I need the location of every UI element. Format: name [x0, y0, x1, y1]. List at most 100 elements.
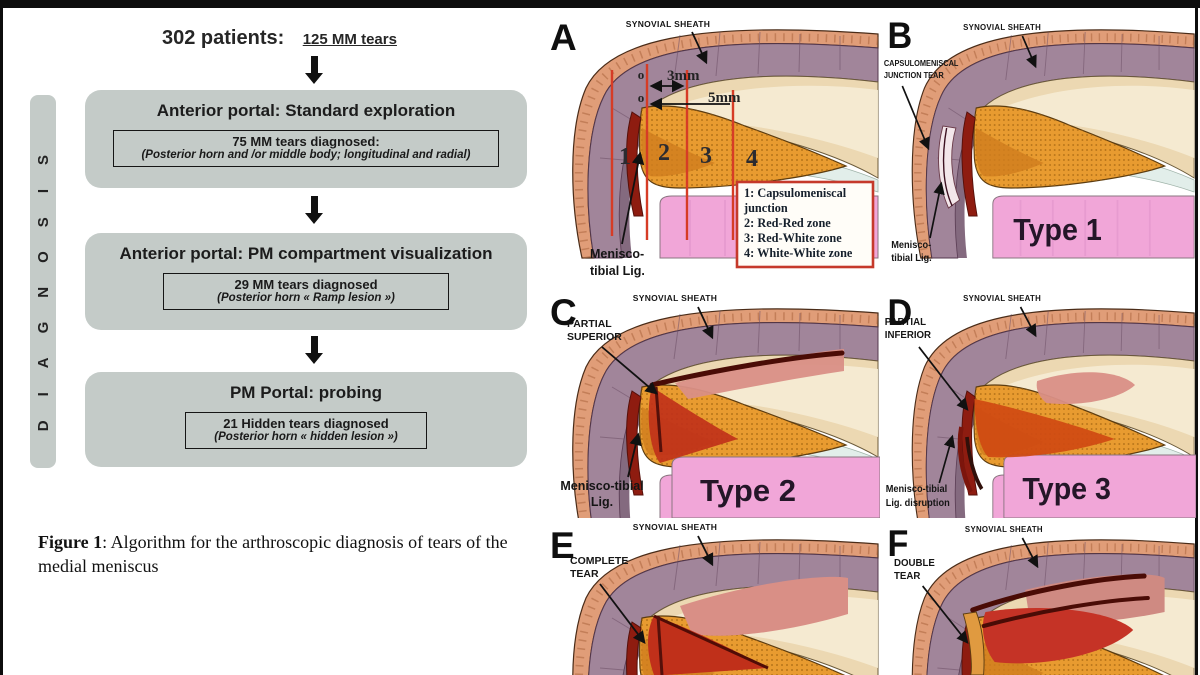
- type-label: Type 3: [1022, 472, 1111, 506]
- flow-arrow-3: [305, 336, 323, 364]
- legend-line-4: 3: Red-White zone: [744, 231, 842, 245]
- flow-arrow-2: [305, 196, 323, 224]
- sheath-arrow: [691, 31, 708, 65]
- origin-mark-2: o: [638, 90, 645, 105]
- legend-line-5: 4: White-White zone: [744, 246, 853, 260]
- zone-number-4: 4: [746, 146, 758, 172]
- tear-arrow: [901, 85, 930, 151]
- panel-letter: A: [550, 17, 577, 58]
- tear-arrow: [599, 583, 646, 645]
- complete-tear: [648, 576, 848, 675]
- patients-count: 302 patients:: [162, 27, 285, 49]
- right-border: [1195, 0, 1198, 675]
- zone-number-3: 3: [700, 143, 712, 169]
- ligament-arrow: [627, 432, 642, 478]
- ligament-label-line2: Lig.: [591, 495, 613, 509]
- ligament-label-line1: Menisco-: [891, 240, 931, 251]
- panel-f: SYNOVIAL SHEATH DOUBLE TEAR F: [882, 518, 1196, 675]
- tear-arrow: [922, 585, 969, 644]
- left-border: [0, 0, 3, 675]
- legend-line-1: 1: Capsulomeniscal: [744, 186, 847, 200]
- sheath-arrow: [1021, 537, 1039, 569]
- double-tear: [962, 573, 1165, 675]
- step-detail: (Posterior horn « Ramp lesion »): [217, 292, 395, 304]
- ligament-label-line2: Lig. disruption: [886, 498, 950, 509]
- panel-letter: F: [888, 523, 909, 565]
- tear-label-line1: PARTIAL: [567, 318, 612, 330]
- panel-letter: C: [550, 292, 577, 333]
- diagnosis-label: DIAGNOSIS: [34, 131, 52, 432]
- type-label: Type 2: [700, 473, 796, 508]
- ligament-arrow: [938, 434, 956, 484]
- legend-line-3: 2: Red-Red zone: [744, 216, 831, 230]
- figure-caption: Figure 1: Algorithm for the arthroscopic…: [38, 530, 558, 579]
- type-label: Type 1: [1013, 213, 1102, 247]
- tears-count: 125 MM tears: [302, 31, 397, 48]
- partial-superior-tear: [648, 349, 845, 463]
- zone-legend-box: 1: Capsulomeniscal junction 2: Red-Red z…: [735, 180, 875, 269]
- synovial-sheath-label: SYNOVIAL SHEATH: [633, 293, 717, 303]
- caption-text-line2: medial meniscus: [38, 556, 159, 577]
- step-result-box: 21 Hidden tears diagnosed (Posterior hor…: [185, 412, 427, 449]
- panel-a: o o 3mm 5mm 1 2 3 4 1: Capsulomeniscal j…: [540, 8, 880, 287]
- partial-inferior-tear: [957, 372, 1136, 494]
- panel-e: SYNOVIAL SHEATH COMPLETE TEAR E: [540, 518, 880, 675]
- tear-arrow: [918, 346, 969, 411]
- sheath-arrow: [697, 535, 714, 567]
- sheath-arrow: [1019, 306, 1037, 338]
- step-result: 29 MM tears diagnosed: [234, 277, 378, 292]
- ligament-label-line2: tibial Lig.: [590, 264, 645, 278]
- diagnosis-side-bar: DIAGNOSIS: [30, 95, 56, 468]
- tear-label-line2: TEAR: [570, 568, 599, 580]
- flow-step-2: Anterior portal: PM compartment visualiz…: [85, 233, 527, 330]
- step-title: Anterior portal: Standard exploration: [156, 101, 456, 120]
- caption-text-line1: : Algorithm for the arthroscopic diagnos…: [102, 532, 508, 552]
- zone-number-2: 2: [658, 140, 670, 166]
- panel-b: SYNOVIAL SHEATH CAPSULOMENISCAL JUNCTION…: [882, 8, 1196, 287]
- synovial-sheath-label: SYNOVIAL SHEATH: [626, 19, 710, 29]
- ligament-label-line1: Menisco-tibial: [886, 484, 947, 495]
- step-detail: (Posterior horn and /or middle body; lon…: [141, 149, 471, 161]
- step-detail: (Posterior horn « hidden lesion »): [214, 431, 398, 443]
- step-title: PM Portal: probing: [229, 383, 383, 402]
- zone-number-1: 1: [619, 144, 631, 170]
- tear-label-line1: COMPLETE: [570, 555, 628, 567]
- ligament-arrow: [929, 181, 945, 239]
- tear-label-line1: DOUBLE: [894, 558, 935, 569]
- sheath-arrow: [697, 306, 714, 340]
- ligament-label-line1: Menisco-tibial: [560, 479, 643, 493]
- tear-arrow: [601, 346, 658, 395]
- tear-label-line2: INFERIOR: [885, 330, 932, 341]
- tear-label-line1: CAPSULOMENISCAL: [884, 59, 959, 68]
- measure-3mm: 3mm: [667, 68, 700, 84]
- tear-label-line2: SUPERIOR: [567, 331, 622, 343]
- tear-label-line2: JUNCTION TEAR: [884, 71, 944, 80]
- synovial-sheath-label: SYNOVIAL SHEATH: [633, 522, 717, 532]
- step-result-box: 75 MM tears diagnosed: (Posterior horn a…: [113, 130, 499, 167]
- ligament-label-line1: Menisco-: [590, 247, 644, 261]
- panel-letter: E: [550, 525, 575, 566]
- panel-c: SYNOVIAL SHEATH PARTIAL SUPERIOR Menisco…: [540, 287, 880, 518]
- zone-lines: [610, 64, 735, 240]
- legend-line-2: junction: [743, 201, 788, 215]
- measure-5mm: 5mm: [708, 90, 741, 106]
- ligament-arrow: [621, 151, 645, 245]
- step-title: Anterior portal: PM compartment visualiz…: [119, 244, 493, 263]
- panel-letter: D: [888, 292, 913, 334]
- flow-step-3: PM Portal: probing 21 Hidden tears diagn…: [85, 372, 527, 467]
- step-result: 21 Hidden tears diagnosed: [223, 416, 389, 431]
- tibia-bone: [671, 456, 880, 518]
- caption-figure-number: Figure 1: [38, 532, 103, 552]
- tear-label-line2: TEAR: [894, 571, 921, 582]
- flowchart-header: 302 patients: 125 MM tears: [162, 27, 397, 50]
- synovial-sheath-label: SYNOVIAL SHEATH: [963, 23, 1041, 32]
- origin-mark-1: o: [638, 67, 645, 82]
- panel-d: SYNOVIAL SHEATH PARTIAL INFERIOR Menisco…: [882, 287, 1196, 518]
- sheath-arrow: [1021, 35, 1037, 69]
- flow-arrow-1: [305, 56, 323, 84]
- ligament-label-line2: tibial Lig.: [891, 253, 932, 264]
- synovial-sheath-label: SYNOVIAL SHEATH: [965, 525, 1043, 534]
- step-result-box: 29 MM tears diagnosed (Posterior horn « …: [163, 273, 449, 310]
- tear-label-line1: PARTIAL: [885, 317, 926, 328]
